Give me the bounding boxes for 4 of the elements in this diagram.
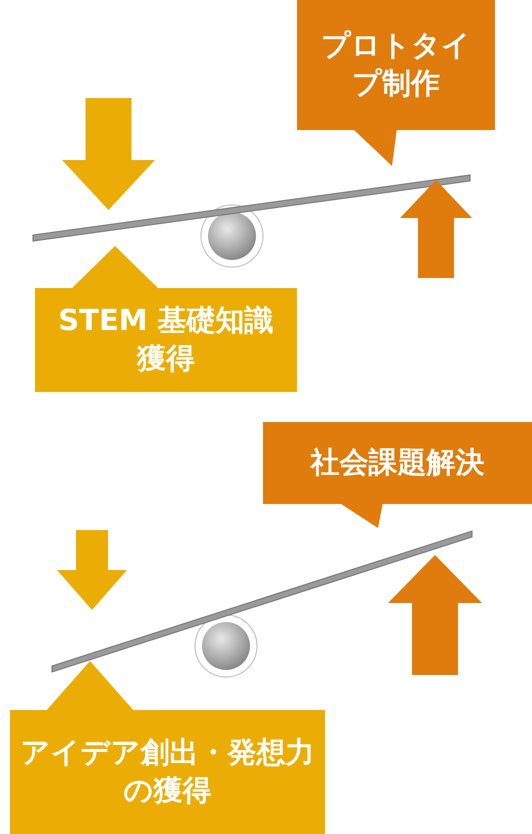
callout-text: プロトタイプ制作 — [320, 27, 472, 102]
callout-text: アイデア創出・発想力の獲得 — [20, 734, 315, 809]
callout-text: 社会課題解決 — [310, 444, 484, 482]
callout-text: STEM 基礎知識獲得 — [57, 302, 275, 377]
